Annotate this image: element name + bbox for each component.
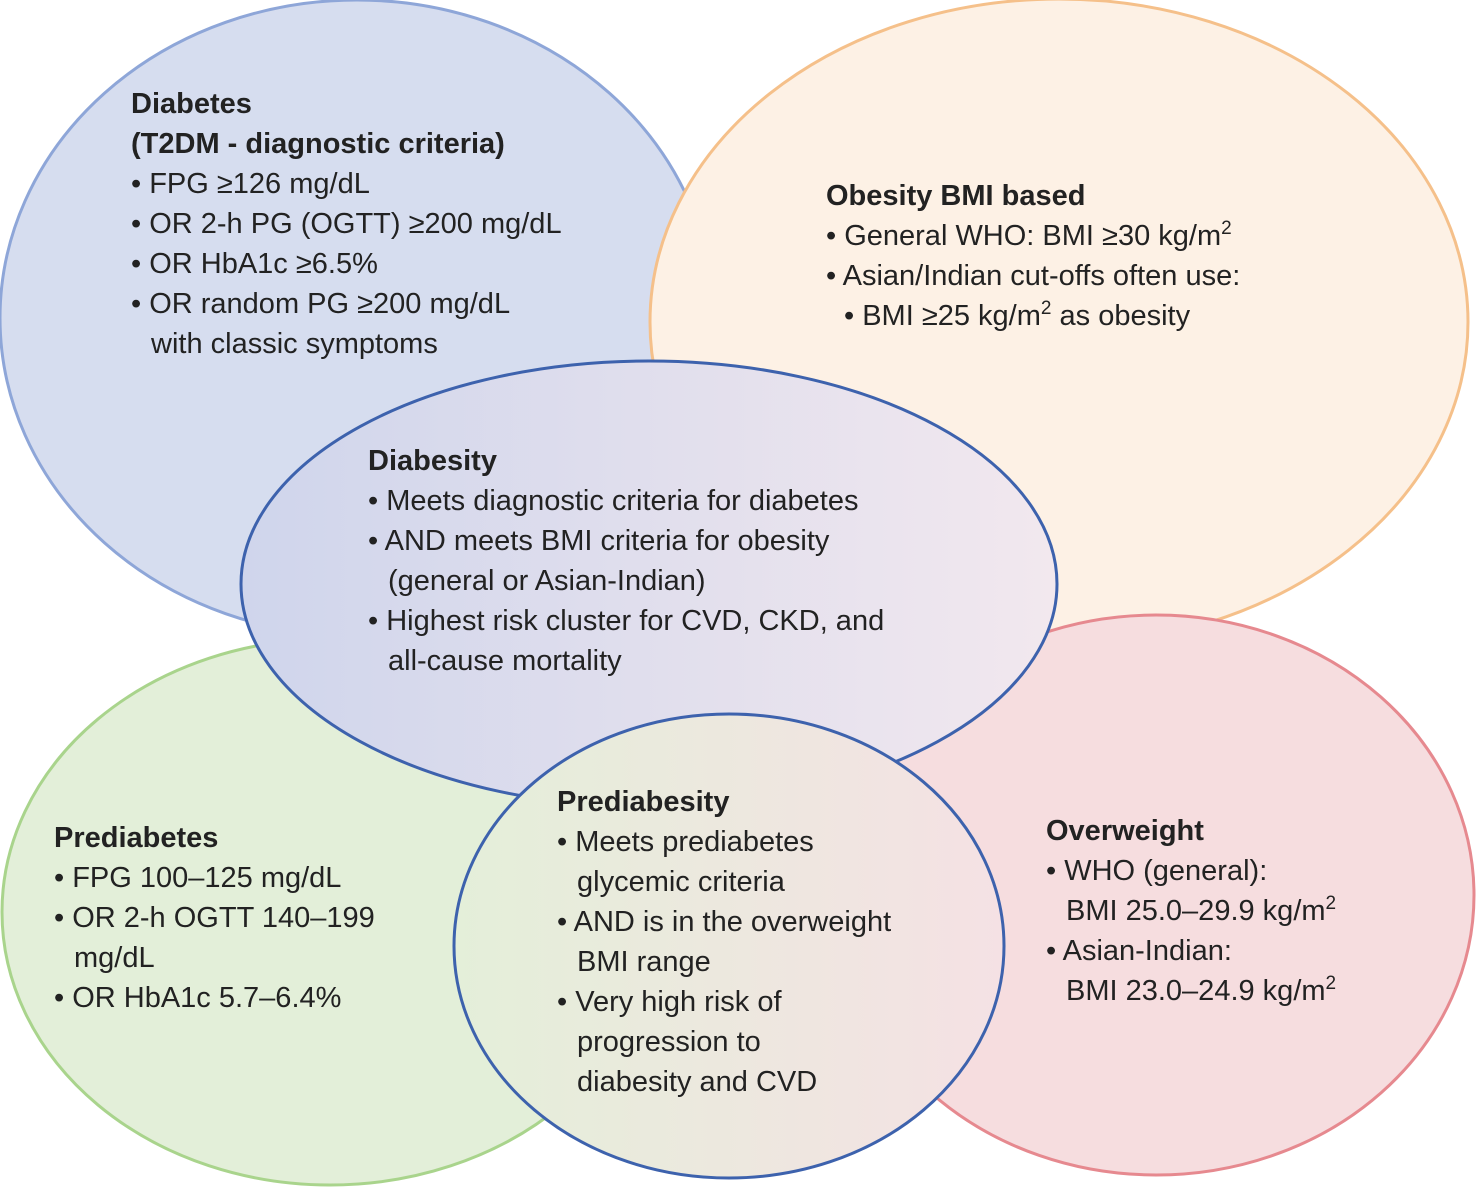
prediabesity-item-bmi: • AND is in the overweight [557,906,892,938]
prediabesity-item-criteria: • Meets prediabetes [557,826,814,858]
diabetes-item-hba1c: • OR HbA1c ≥6.5% [131,248,378,280]
prediabetes-item-hba1c: • OR HbA1c 5.7–6.4% [54,982,342,1014]
overweight-item-who-sup: 2 [1325,893,1337,914]
prediabetes-title: Prediabetes [54,822,219,854]
prediabetes-text: Prediabetes • FPG 100–125 mg/dL • OR 2-h… [54,818,375,1018]
overweight-title: Overweight [1046,815,1204,847]
obesity-item-who-text: • General WHO: BMI ≥30 kg/m [826,220,1222,252]
diabetes-title: Diabetes [131,88,252,120]
obesity-subitem-bmi-text: • BMI ≥25 kg/m [844,300,1041,332]
prediabesity-item-risk: • Very high risk of [557,986,782,1018]
obesity-title: Obesity BMI based [826,180,1086,212]
diabetes-subtitle: (T2DM - diagnostic criteria) [131,128,505,160]
obesity-text: Obesity BMI based • General WHO: BMI ≥30… [826,176,1240,336]
obesity-subitem-bmi-tail: as obesity [1051,300,1191,332]
obesity-subitem-bmi-sup: 2 [1040,298,1052,319]
overweight-item-asian-sup: 2 [1325,973,1337,994]
overweight-item-asian-cont: BMI 23.0–24.9 kg/m2 [1046,971,1336,1011]
prediabetes-item-ogtt-cont: mg/dL [74,942,155,974]
obesity-item-asian: • Asian/Indian cut-offs often use: [826,260,1241,292]
diabetes-text: Diabetes (T2DM - diagnostic criteria) • … [131,84,562,364]
prediabesity-circle [452,712,1006,1180]
prediabetes-item-fpg: • FPG 100–125 mg/dL [54,862,342,894]
overweight-item-who-cont: BMI 25.0–29.9 kg/m2 [1046,891,1336,931]
obesity-item-who-sup: 2 [1221,218,1232,239]
overweight-item-who: • WHO (general): [1046,855,1268,887]
diabesity-item-bmi-cont: (general or Asian-Indian) [388,565,706,597]
overweight-text: Overweight • WHO (general): BMI 25.0–29.… [1046,811,1336,1011]
diabesity-item-risk-cont: all-cause mortality [388,645,622,677]
prediabesity-item-bmi-cont: BMI range [577,946,711,978]
diabesity-item-criteria: • Meets diagnostic criteria for diabetes [368,485,859,517]
prediabesity-item-criteria-cont: glycemic criteria [577,866,785,898]
diabesity-item-bmi: • AND meets BMI criteria for obesity [368,525,830,557]
diabetes-item-random-pg-cont: with classic symptoms [151,328,438,360]
diabesity-title: Diabesity [368,445,497,477]
overweight-item-asian-bmi: BMI 23.0–24.9 kg/m [1066,975,1326,1007]
obesity-item-who: • General WHO: BMI ≥30 kg/m2 [826,216,1240,256]
overweight-item-asian: • Asian-Indian: [1046,935,1232,967]
prediabesity-text: Prediabesity • Meets prediabetes glycemi… [557,782,891,1102]
diabetes-item-fpg: • FPG ≥126 mg/dL [131,168,370,200]
diabesity-text: Diabesity • Meets diagnostic criteria fo… [368,441,884,681]
prediabetes-item-ogtt: • OR 2-h OGTT 140–199 [54,902,375,934]
obesity-subitem-bmi: • BMI ≥25 kg/m2 as obesity [826,296,1240,336]
prediabesity-title: Prediabesity [557,786,730,818]
diabetes-item-random-pg: • OR random PG ≥200 mg/dL [131,288,511,320]
diabesity-item-risk: • Highest risk cluster for CVD, CKD, and [368,605,885,637]
overweight-item-who-bmi: BMI 25.0–29.9 kg/m [1066,895,1326,927]
diabetes-item-ogtt: • OR 2-h PG (OGTT) ≥200 mg/dL [131,208,562,240]
prediabesity-item-risk-cont2: diabesity and CVD [577,1066,818,1098]
prediabesity-item-risk-cont1: progression to [577,1026,761,1058]
